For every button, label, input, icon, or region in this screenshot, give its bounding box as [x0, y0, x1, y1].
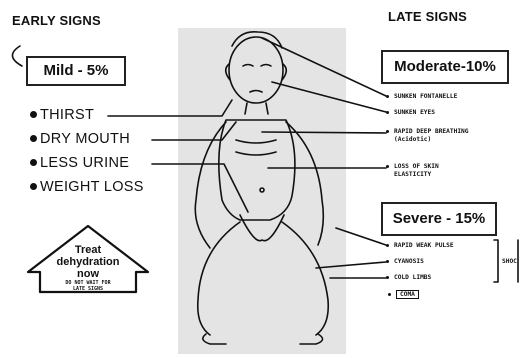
- pointer-pulse: [336, 228, 386, 245]
- treat-line-2: dehydration: [40, 256, 136, 268]
- bullet-icon: [386, 111, 389, 114]
- shock-bracket: [494, 240, 498, 282]
- treat-line-1: Treat: [40, 244, 136, 256]
- child-torso: [219, 120, 295, 220]
- pointer-fontanelle: [262, 38, 386, 96]
- bullet-icon: [386, 244, 389, 247]
- bullet-icon: [386, 130, 389, 133]
- late-sign-sunken-eyes: SUNKEN EYES: [386, 109, 435, 116]
- child-left-arm: [195, 122, 226, 248]
- late-sign-loss-of-skin-sub: ELASTICITY: [394, 171, 431, 178]
- late-signs-heading: LATE SIGNS: [388, 9, 467, 24]
- shock-label: SHOC: [502, 258, 517, 265]
- bullet-icon: [386, 276, 389, 279]
- early-signs-heading: EARLY SIGNS: [12, 13, 101, 28]
- late-sign-sunken-fontanelle: SUNKEN FONTANELLE: [386, 93, 457, 100]
- pointer-cyanosis: [316, 262, 386, 268]
- late-sign-coma: COMA: [388, 291, 419, 298]
- bullet-icon: [30, 159, 37, 166]
- moderate-box: Moderate-10%: [381, 50, 509, 84]
- late-sign-rapid-weak-pulse: RAPID WEAK PULSE: [386, 242, 454, 249]
- bullet-icon: [386, 165, 389, 168]
- bullet-icon: [30, 111, 37, 118]
- late-sign-loss-of-skin: LOSS OF SKIN: [386, 163, 439, 170]
- bullet-icon: [30, 183, 37, 190]
- treat-note-2: LATE SIGNS: [40, 286, 136, 292]
- treat-line-3: now: [40, 268, 136, 280]
- mild-box: Mild - 5%: [26, 56, 126, 86]
- late-sign-rapid-breathing-sub: (Acidotic): [394, 136, 431, 143]
- corner-mark: [12, 46, 22, 66]
- late-sign-rapid-breathing: RAPID DEEP BREATHING: [386, 128, 469, 135]
- early-sign-less-urine: LESS URINE: [30, 155, 129, 171]
- child-nappy: [240, 215, 284, 241]
- severe-box: Severe - 15%: [381, 202, 497, 236]
- early-sign-weight-loss: WEIGHT LOSS: [30, 179, 144, 195]
- late-sign-cold-limbs: COLD LIMBS: [386, 274, 431, 281]
- pointer-thirst: [108, 100, 232, 116]
- bullet-icon: [30, 135, 37, 142]
- early-sign-thirst: THIRST: [30, 107, 94, 123]
- pointer-breathing: [262, 132, 386, 133]
- early-sign-dry-mouth: DRY MOUTH: [30, 131, 130, 147]
- bullet-icon: [386, 95, 389, 98]
- bullet-icon: [386, 260, 389, 263]
- child-right-leg: [282, 222, 328, 335]
- pointer-eyes: [272, 82, 386, 112]
- child-head: [229, 37, 283, 103]
- child-right-arm: [286, 122, 323, 245]
- late-sign-cyanosis: CYANOSIS: [386, 258, 424, 265]
- bullet-icon: [388, 293, 391, 296]
